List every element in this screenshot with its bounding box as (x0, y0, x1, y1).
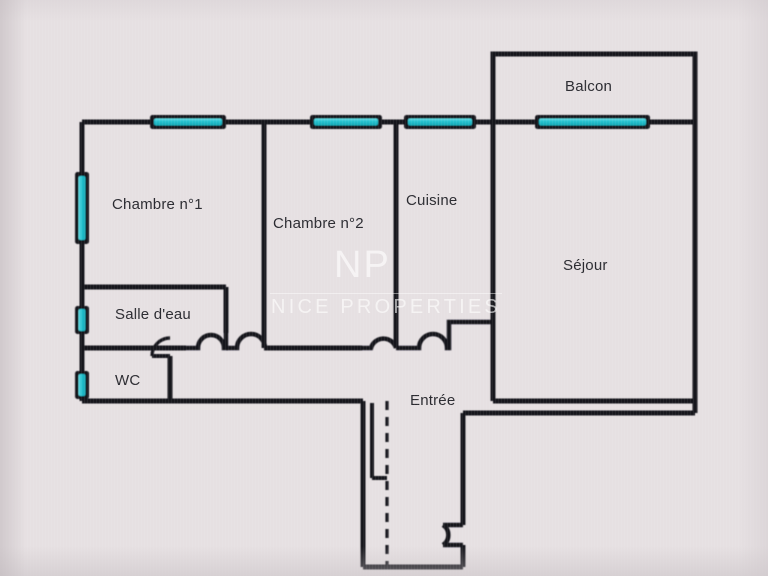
room-label-wc: WC (115, 372, 141, 389)
window-sejour-top (535, 115, 650, 129)
window-chambre2-top (310, 115, 382, 129)
window-chambre1-left (75, 172, 89, 244)
door-entree-main (441, 522, 463, 548)
room-label-chambre-2: Chambre n°2 (273, 215, 364, 232)
entree-inner-partition (370, 401, 389, 567)
window-wc (75, 371, 89, 399)
door-chambre1-corridor (226, 331, 268, 351)
room-label-entree: Entrée (410, 392, 456, 409)
window-cuisine-top (404, 115, 476, 129)
room-label-cuisine: Cuisine (406, 192, 458, 209)
room-label-sejour: Séjour (563, 257, 608, 274)
sejour-bottom-wall (490, 348, 695, 404)
window-salle-eau (75, 306, 89, 334)
door-chambre2-corridor (362, 336, 399, 351)
room-label-chambre-1: Chambre n°1 (112, 196, 203, 213)
room-label-balcon: Balcon (565, 78, 613, 95)
window-chambre1-top (150, 115, 226, 129)
room-label-salle-eau: Salle d'eau (115, 306, 191, 323)
entree-corridor-walls (360, 401, 698, 570)
door-cuisine-corridor (396, 319, 493, 351)
door-salle-eau-corridor (186, 332, 229, 351)
